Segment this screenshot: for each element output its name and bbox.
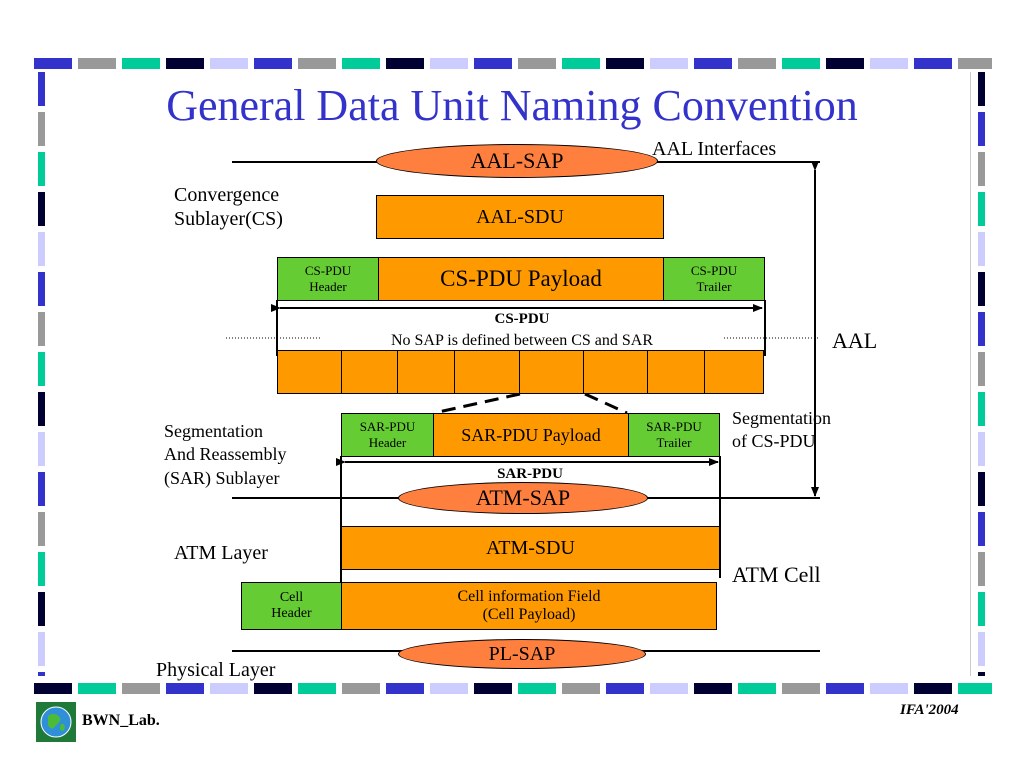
aal-sdu-label: AAL-SDU <box>476 205 564 228</box>
cs-pdu-payload-box: CS-PDU Payload <box>378 257 664 301</box>
left-stripe-border <box>38 72 45 676</box>
cell-information-field-box: Cell information Field (Cell Payload) <box>341 582 717 630</box>
inner-frame-line <box>970 72 971 676</box>
physical-layer-label: Physical Layer <box>156 659 276 683</box>
top-stripe-border <box>34 58 992 69</box>
segment-cell <box>454 350 520 394</box>
sar-label-line1: Segmentation <box>164 421 263 441</box>
segment-cell <box>704 350 764 394</box>
aal-sdu-box: AAL-SDU <box>376 195 664 239</box>
cs-pdu-trailer-line1: CS-PDU <box>690 263 738 278</box>
sar-pdu-payload-box: SAR-PDU Payload <box>433 413 629 457</box>
cs-label-line2: Sublayer(CS) <box>174 207 283 230</box>
sar-pdu-trailer-box: SAR-PDU Trailer <box>628 413 720 457</box>
cs-pdu-header-line2: Header <box>309 279 347 294</box>
bwn-lab-logo <box>36 702 76 742</box>
cs-pdu-caption: CS-PDU <box>494 311 550 327</box>
segment-cell <box>277 350 342 394</box>
seg-label-line1: Segmentation <box>732 408 831 428</box>
cell-header-box: Cell Header <box>241 582 342 630</box>
cs-pdu-header-line1: CS-PDU <box>304 263 352 278</box>
segment-cells-row <box>277 350 765 394</box>
cs-pdu-trailer-line2: Trailer <box>696 279 732 294</box>
segment-cell <box>519 350 584 394</box>
seg-label-line2: of CS-PDU <box>732 431 816 452</box>
no-sap-caption: No SAP is defined between CS and SAR <box>322 332 722 351</box>
sar-pdu-header-line2: Header <box>368 435 407 450</box>
convergence-sublayer-label: Convergence Sublayer(CS) <box>174 184 283 231</box>
aal-sap-label: AAL-SAP <box>470 148 564 173</box>
atm-sap-ellipse: ATM-SAP <box>398 482 648 514</box>
right-stripe-border <box>978 72 985 676</box>
pl-sap-label: PL-SAP <box>488 642 556 665</box>
cs-pdu-header-box: CS-PDU Header <box>277 257 379 301</box>
sar-pdu-trailer-line2: Trailer <box>656 435 692 450</box>
aal-interfaces-label: AAL Interfaces <box>652 138 777 160</box>
atm-sap-label: ATM-SAP <box>475 485 571 510</box>
segmentation-dash-left <box>433 392 521 415</box>
aal-sap-ellipse: AAL-SAP <box>376 144 658 178</box>
atm-cell-label: ATM Cell <box>732 562 821 587</box>
aal-label: AAL <box>832 328 878 353</box>
cs-label-line1: Convergence <box>174 184 280 206</box>
segment-cell <box>341 350 398 394</box>
cell-header-line2: Header <box>271 606 312 621</box>
segment-cell <box>397 350 455 394</box>
sar-pdu-header-box: SAR-PDU Header <box>341 413 434 457</box>
sar-label-line3: (SAR) Sublayer <box>164 467 280 488</box>
sar-label-line2: And Reassembly <box>164 444 287 465</box>
segmentation-of-cs-pdu-label: Segmentation of CS-PDU <box>732 407 831 454</box>
sar-pdu-trailer-line1: SAR-PDU <box>646 419 702 434</box>
atm-sdu-box: ATM-SDU <box>341 526 720 570</box>
segment-cell <box>583 350 648 394</box>
slide-title: General Data Unit Naming Convention <box>166 81 858 130</box>
cs-pdu-payload-label: CS-PDU Payload <box>440 266 602 291</box>
sar-sublayer-label: Segmentation And Reassembly (SAR) Sublay… <box>164 420 286 490</box>
bottom-stripe-border <box>34 683 992 694</box>
sar-pdu-header-line1: SAR-PDU <box>359 419 416 434</box>
footer-lab-name: BWN_Lab. <box>82 712 160 729</box>
segment-cell <box>647 350 705 394</box>
cell-header-line1: Cell <box>279 590 304 605</box>
segmentation-dash-right <box>584 392 628 415</box>
cell-info-line1: Cell information Field <box>457 588 601 605</box>
sar-pdu-caption: SAR-PDU <box>497 466 563 482</box>
footer-conference: IFA'2004 <box>900 702 959 718</box>
atm-layer-label: ATM Layer <box>174 542 268 564</box>
cs-pdu-trailer-box: CS-PDU Trailer <box>663 257 765 301</box>
cell-info-line2: (Cell Payload) <box>482 606 576 623</box>
pl-sap-ellipse: PL-SAP <box>398 639 646 669</box>
sar-pdu-payload-label: SAR-PDU Payload <box>461 424 601 445</box>
atm-sdu-label: ATM-SDU <box>486 536 575 559</box>
